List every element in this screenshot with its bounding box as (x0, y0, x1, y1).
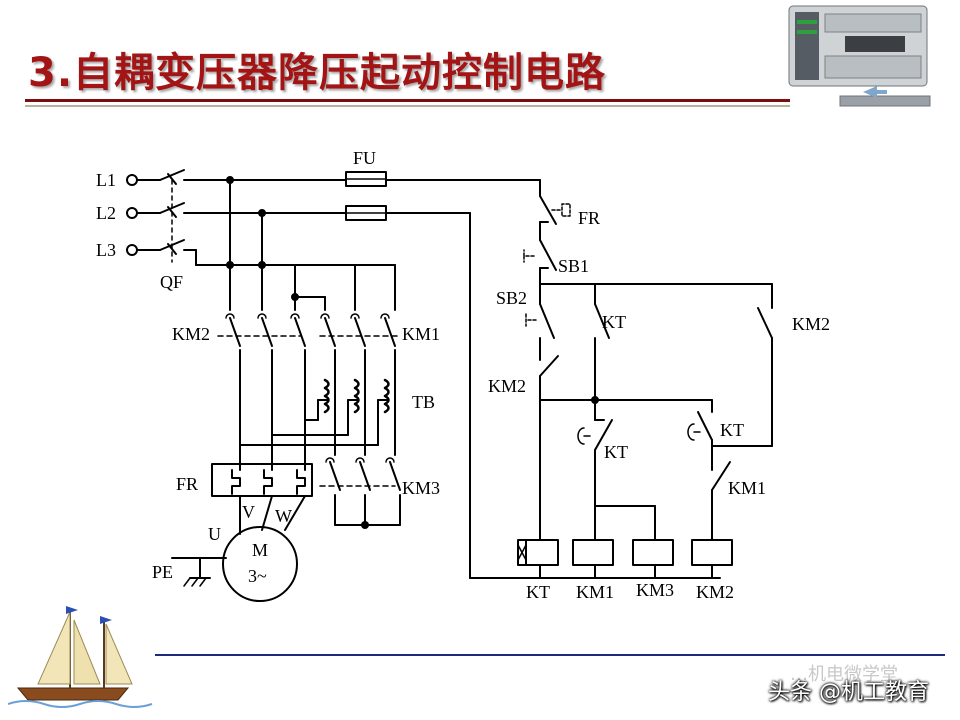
label-km1-interlock: KM1 (728, 478, 766, 498)
label-fr-ctrl: FR (578, 208, 600, 228)
label-qf: QF (160, 272, 183, 292)
label-w: W (275, 506, 292, 526)
label-coil-km3: KM3 (636, 580, 674, 600)
label-kt-delay-nc: KT (604, 442, 628, 462)
title-underline-shadow (25, 105, 790, 107)
label-coil-kt: KT (526, 582, 550, 602)
label-kt-instant: KT (602, 312, 626, 332)
label-u: U (208, 524, 221, 544)
label-km1-main: KM1 (402, 324, 440, 344)
label-l1: L1 (96, 170, 116, 190)
supply-lines (126, 169, 541, 263)
label-sb1: SB1 (558, 256, 589, 276)
slide-title: 3.自耦变压器降压起动控制电路 (28, 50, 607, 96)
fuse-fu (345, 171, 387, 221)
label-coil-km1: KM1 (576, 582, 614, 602)
footer-rule (155, 654, 945, 656)
label-km2-main: KM2 (172, 324, 210, 344)
label-km2-interlock: KM2 (488, 376, 526, 396)
label-km2-seal: KM2 (792, 314, 830, 334)
label-tb: TB (412, 392, 435, 412)
watermark-ghost: …机电微学堂 (790, 664, 898, 685)
sailboat-image (8, 606, 153, 708)
watermark: 头条 @机工教育 (768, 680, 929, 705)
label-coil-km2: KM2 (696, 582, 734, 602)
label-fu: FU (353, 148, 376, 168)
main-circuit-wiring (171, 176, 401, 602)
label-kt-delay-no: KT (720, 420, 744, 440)
title-underline (25, 99, 790, 102)
control-circuit-wiring (469, 179, 773, 579)
plc-device-image (788, 5, 931, 107)
label-sb2: SB2 (496, 288, 527, 308)
label-motor-phase: 3~ (248, 566, 267, 586)
label-l2: L2 (96, 203, 116, 223)
label-motor-m: M (252, 540, 268, 560)
label-pe: PE (152, 562, 173, 582)
label-l3: L3 (96, 240, 116, 260)
label-v: V (242, 502, 255, 522)
label-fr-main: FR (176, 474, 198, 494)
diagram-labels: L1 L2 L3 QF FU KM2 KM1 TB FR KM3 U V W P… (96, 148, 830, 602)
label-km3-main: KM3 (402, 478, 440, 498)
